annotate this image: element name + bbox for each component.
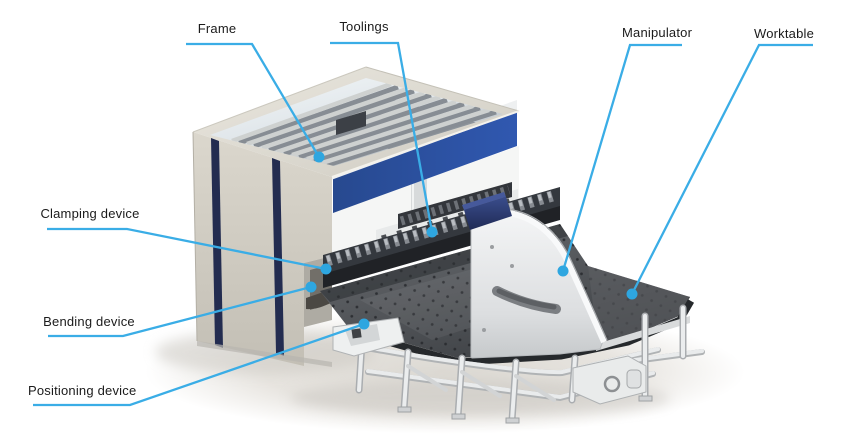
base-unit bbox=[572, 355, 647, 405]
leader-frame bbox=[186, 42, 320, 158]
dot-worktable bbox=[626, 288, 638, 300]
manipulator-part bbox=[462, 192, 608, 359]
dot-manipulator bbox=[557, 265, 569, 277]
label-toolings: Toolings bbox=[339, 19, 389, 34]
blue-band bbox=[333, 111, 517, 213]
label-clamping-device: Clamping device bbox=[40, 206, 140, 221]
frame-front-face bbox=[193, 132, 332, 366]
frame-cabinet bbox=[192, 66, 520, 367]
manipulator-navy-block bbox=[464, 197, 512, 230]
leader-toolings bbox=[330, 41, 434, 233]
dot-bending bbox=[305, 281, 317, 293]
dot-toolings bbox=[426, 226, 438, 238]
dot-positioning bbox=[358, 318, 370, 330]
dot-frame bbox=[313, 151, 325, 163]
leader-clamping bbox=[47, 227, 327, 271]
label-positioning-device: Positioning device bbox=[28, 383, 137, 398]
label-manipulator: Manipulator bbox=[622, 25, 693, 40]
dot-clamping bbox=[320, 263, 332, 275]
support-structure bbox=[332, 304, 705, 424]
leader-dots bbox=[305, 151, 638, 330]
leader-bending bbox=[48, 285, 312, 338]
leader-positioning bbox=[33, 322, 365, 407]
cabinet-stripes bbox=[211, 138, 284, 356]
leader-manipulator bbox=[561, 43, 682, 272]
leader-lines bbox=[33, 41, 813, 407]
leader-worktable bbox=[630, 43, 813, 295]
label-frame: Frame bbox=[197, 21, 237, 36]
label-bending-device: Bending device bbox=[43, 314, 135, 329]
label-worktable: Worktable bbox=[753, 26, 815, 41]
